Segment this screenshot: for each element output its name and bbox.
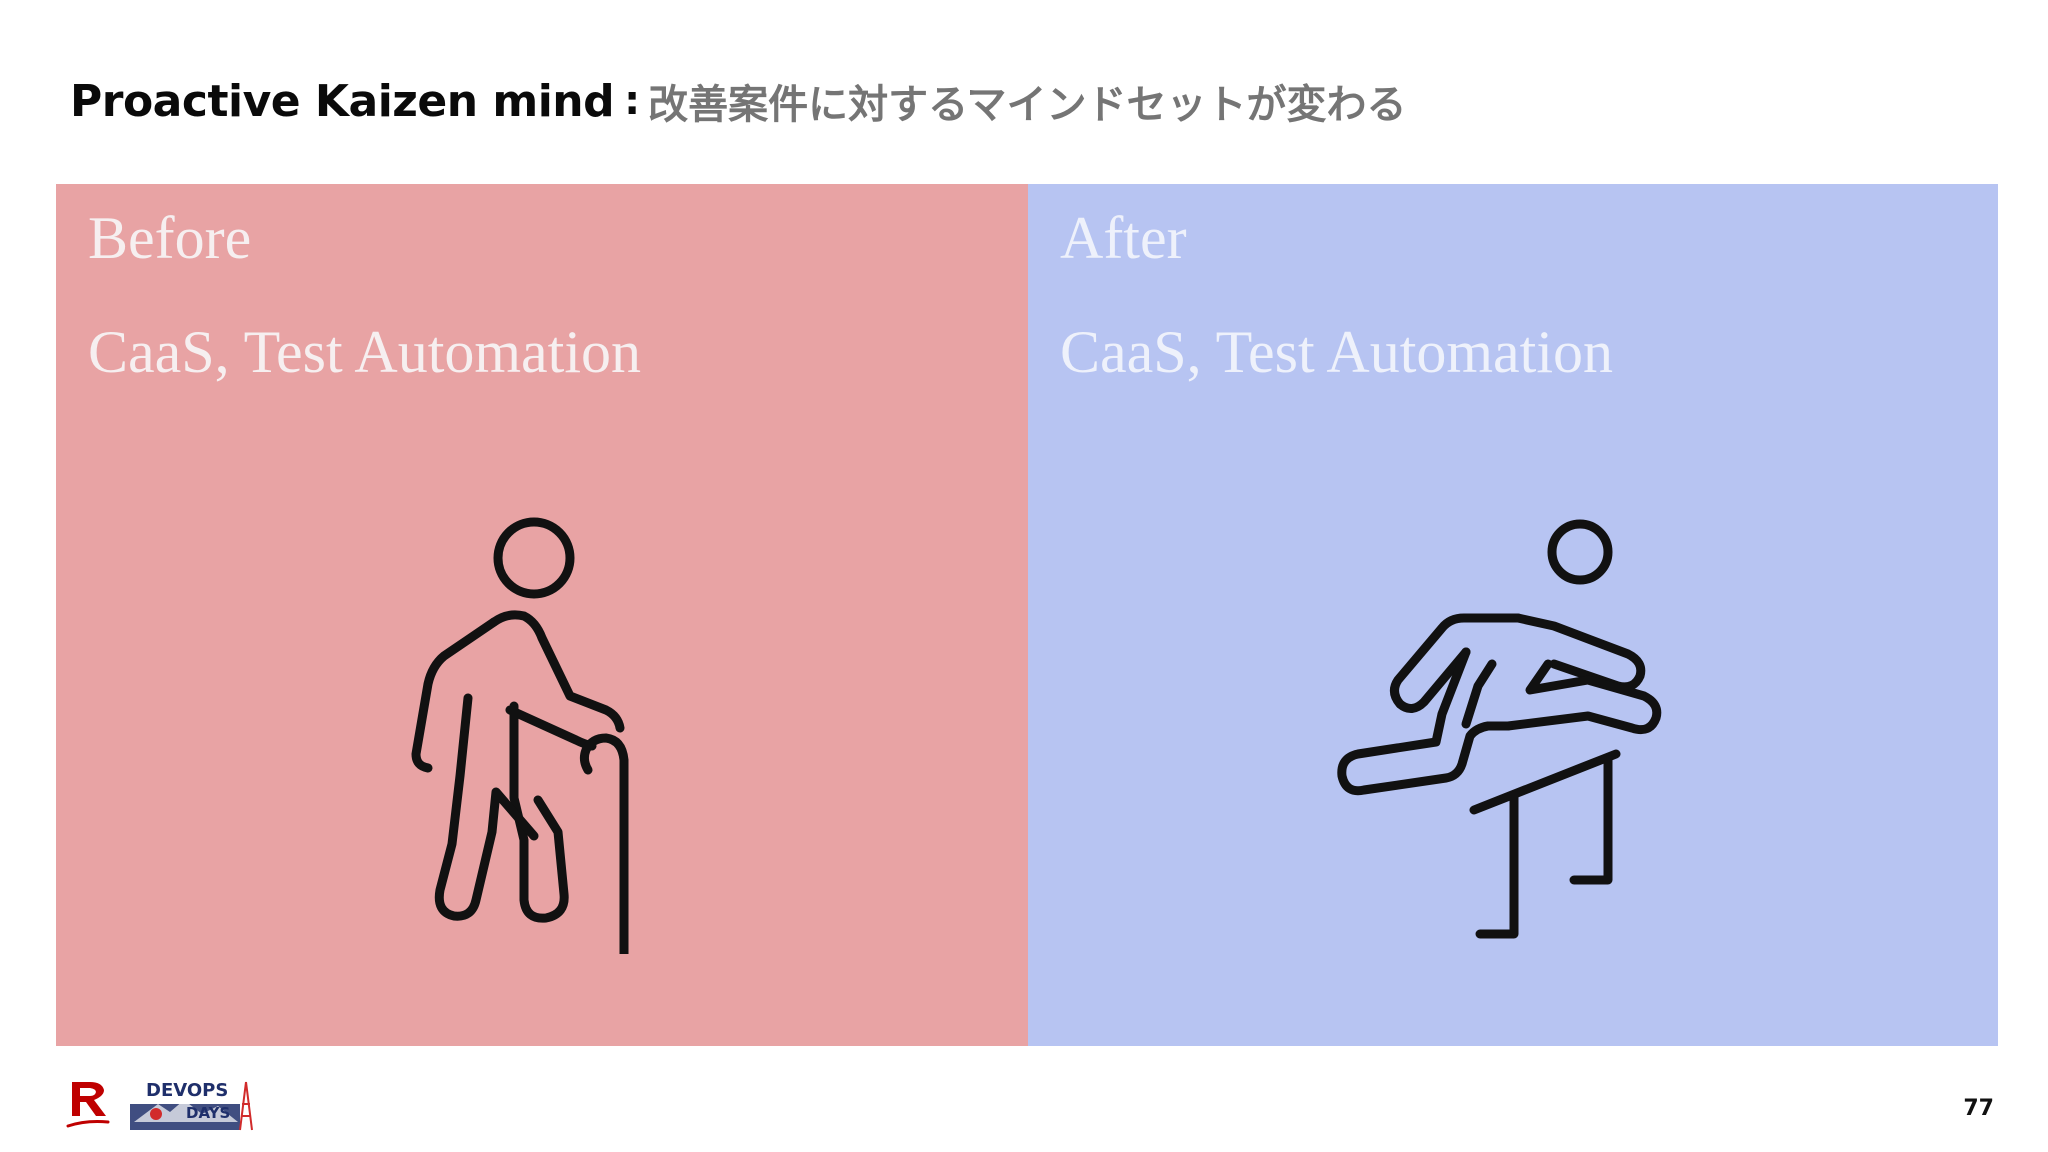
- page-number: 77: [1963, 1096, 1994, 1121]
- slide-title: Proactive Kaizen mind : 改善案件に対するマインドセットが…: [70, 66, 1407, 136]
- title-separator: :: [624, 78, 641, 124]
- title-japanese: 改善案件に対するマインドセットが変わる: [648, 82, 1407, 128]
- rakuten-r-logo: [66, 1082, 110, 1128]
- before-panel: Before CaaS, Test Automation: [56, 184, 1028, 1046]
- before-heading: Before: [88, 205, 252, 271]
- svg-text:DAYS: DAYS: [186, 1104, 230, 1122]
- after-subheading: CaaS, Test Automation: [1060, 319, 1614, 385]
- before-subheading: CaaS, Test Automation: [88, 319, 642, 385]
- person-hurdling-icon: [1337, 519, 1662, 939]
- elderly-person-with-cane-icon: [411, 517, 629, 954]
- devops-days-tokyo-logo: DEVOPS DAYS: [130, 1080, 253, 1131]
- after-panel: After CaaS, Test Automation: [1028, 184, 1998, 1046]
- after-heading: After: [1060, 205, 1187, 271]
- title-english: Proactive Kaizen mind: [70, 75, 615, 127]
- svg-text:DEVOPS: DEVOPS: [146, 1080, 228, 1101]
